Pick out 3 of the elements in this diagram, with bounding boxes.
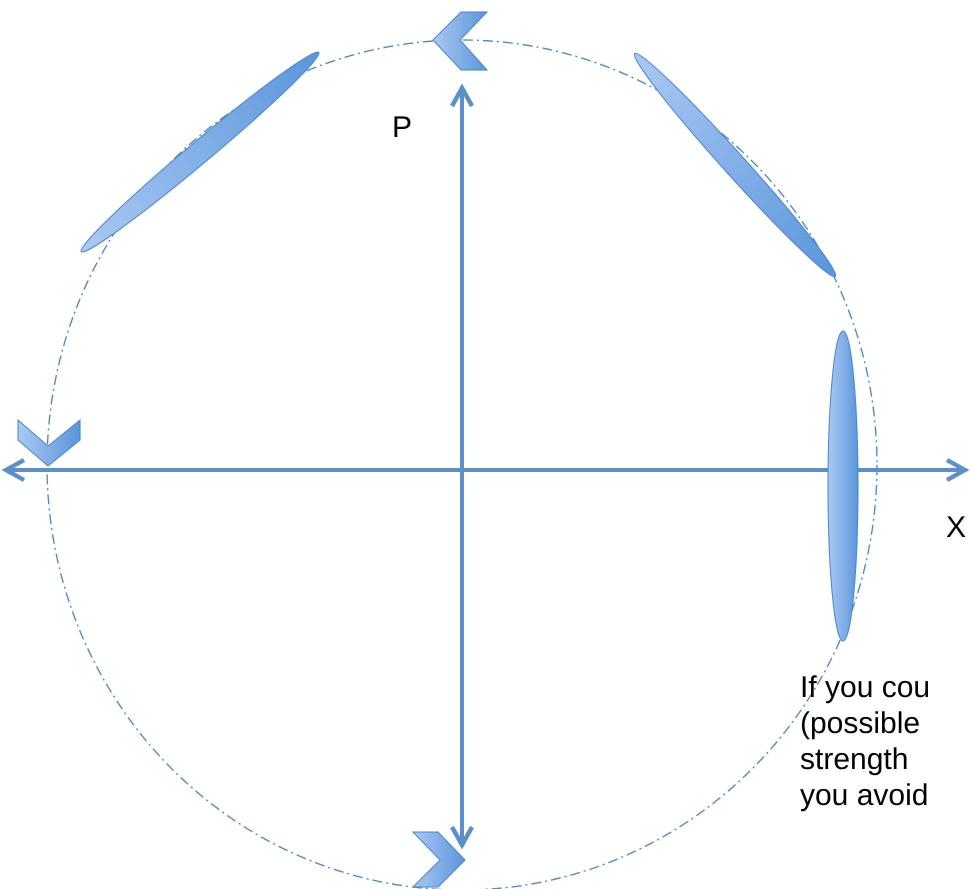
axis-label: P [392, 110, 414, 146]
axis-label: X [946, 510, 968, 546]
note-text: If you cou (possible strength you avoid [800, 670, 932, 814]
